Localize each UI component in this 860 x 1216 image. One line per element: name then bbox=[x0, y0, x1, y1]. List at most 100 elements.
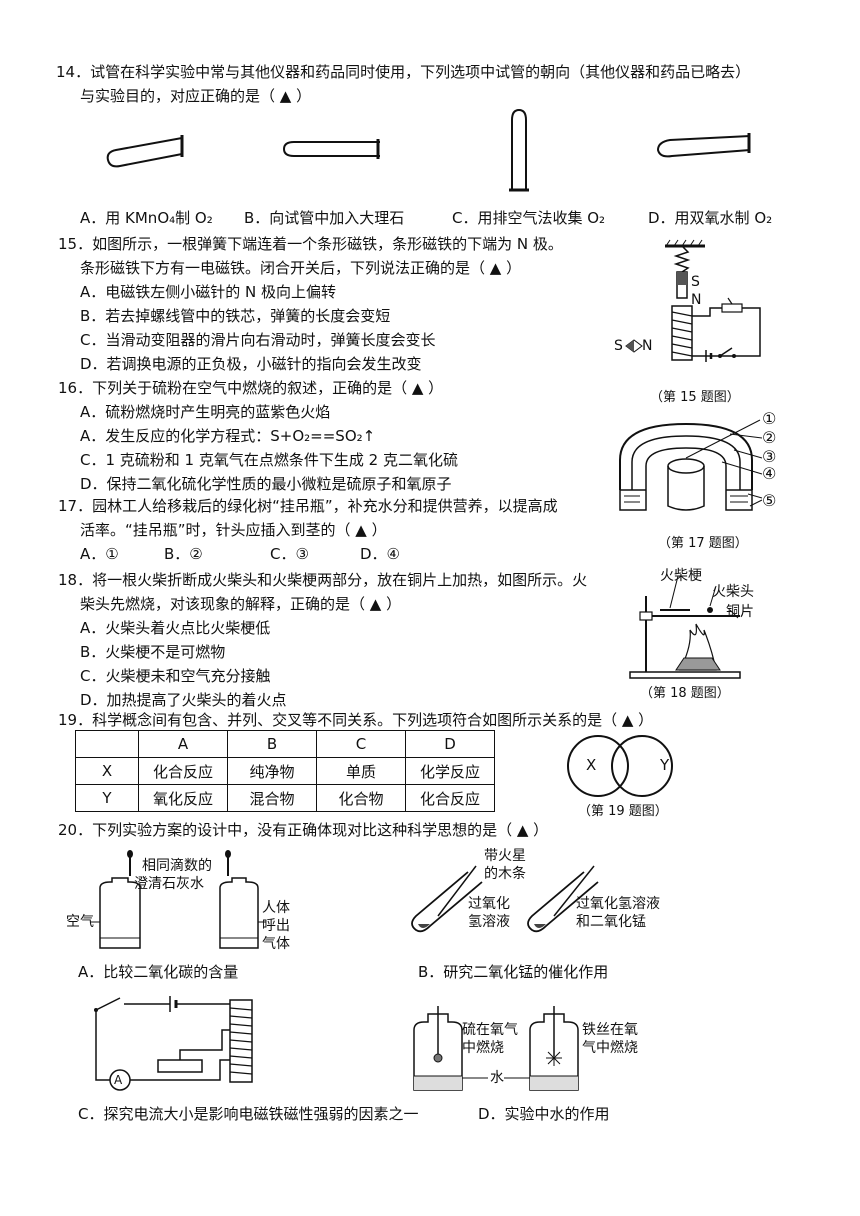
q15-option-b: B．若去掉螺线管中的铁芯，弹簧的长度会变短 bbox=[80, 307, 391, 325]
q20b-splint-label-1: 带火星 bbox=[484, 848, 526, 864]
q19-venn-x: X bbox=[586, 756, 597, 774]
q15-needle-s: S bbox=[614, 338, 623, 354]
q18-option-a: A．火柴头着火点比火柴梗低 bbox=[80, 619, 271, 637]
q15-label-s: S bbox=[691, 274, 700, 290]
q16-stem: 16．下列关于硫粉在空气中燃烧的叙述，正确的是（ ▲ ） bbox=[58, 379, 444, 397]
q15-stem-line1: 15．如图所示，一根弹簧下端连着一个条形磁铁，条形磁铁的下端为 N 极。 bbox=[58, 235, 563, 253]
q20c-ammeter-label: A bbox=[114, 1073, 123, 1087]
q18-option-c: C．火柴梗未和空气充分接触 bbox=[80, 667, 271, 685]
q18-heating-setup-image bbox=[629, 575, 741, 679]
q15-option-a: A．电磁铁左侧小磁针的 N 极向上偏转 bbox=[80, 283, 337, 301]
q15-stem-line2: 条形磁铁下方有一电磁铁。闭合开关后，下列说法正确的是（ ▲ ） bbox=[80, 259, 522, 277]
q17-caption: （第 17 题图） bbox=[658, 536, 748, 551]
q18-option-b: B．火柴梗不是可燃物 bbox=[80, 643, 226, 661]
table-cell: 化合物 bbox=[316, 784, 406, 812]
q20c-caption: C．探究电流大小是影响电磁铁磁性强弱的因素之一 bbox=[78, 1105, 419, 1123]
table-row: A B C D bbox=[75, 730, 495, 758]
q20b-h2o2-label-1: 过氧化 bbox=[468, 896, 510, 912]
q20d-combustion-bottles-image bbox=[413, 1006, 579, 1091]
q14-stem-line1: 14．试管在科学实验中常与其他仪器和药品同时使用，下列选项中试管的朝向（其他仪器… bbox=[56, 63, 751, 81]
q20a-caption: A．比较二氧化碳的含量 bbox=[78, 963, 239, 981]
q20d-caption: D．实验中水的作用 bbox=[478, 1105, 610, 1123]
table-cell: 氧化反应 bbox=[138, 784, 228, 812]
q20d-iron-label-2: 气中燃烧 bbox=[582, 1040, 638, 1056]
q20b-caption: B．研究二氧化锰的催化作用 bbox=[418, 963, 609, 981]
q14-option-a: A．用 KMnO₄制 O₂ bbox=[80, 209, 213, 227]
q18-label-head: 火柴头 bbox=[712, 584, 754, 600]
q14-stem-line2: 与实验目的，对应正确的是（ ▲ ） bbox=[80, 87, 312, 105]
q19-venn-diagram bbox=[567, 735, 673, 797]
q15-label-n: N bbox=[691, 292, 702, 308]
q20-stem: 20．下列实验方案的设计中，没有正确体现对比这种科学思想的是（ ▲ ） bbox=[58, 821, 549, 839]
q15-needle-n: N bbox=[642, 338, 653, 354]
table-cell: D bbox=[405, 730, 495, 758]
q17-stem-cross-section-image bbox=[619, 419, 763, 511]
q20d-sulfur-label-1: 硫在氧气 bbox=[462, 1022, 518, 1038]
q17-option-b: B．② bbox=[164, 545, 203, 563]
q20d-iron-label-1: 铁丝在氧 bbox=[582, 1022, 638, 1038]
q20c-circuit-image bbox=[94, 996, 253, 1091]
q20b-mix-label-2: 和二氧化锰 bbox=[576, 914, 646, 930]
q20d-water-label: 水 bbox=[490, 1070, 504, 1086]
q16-option-b: A．发生反应的化学方程式：S+O₂==SO₂↑ bbox=[80, 427, 376, 445]
q18-caption: （第 18 题图） bbox=[640, 686, 730, 701]
table-cell: 单质 bbox=[316, 757, 406, 785]
table-cell: 化合反应 bbox=[405, 784, 495, 812]
q15-option-c: C．当滑动变阻器的滑片向右滑动时，弹簧长度会变长 bbox=[80, 331, 436, 349]
q18-label-copper: 铜片 bbox=[726, 604, 754, 620]
q15-figure bbox=[625, 239, 761, 362]
q19-stem: 19．科学概念间有包含、并列、交叉等不同关系。下列选项符合如图所示关系的是（ ▲… bbox=[58, 711, 654, 729]
q20d-sulfur-label-2: 中燃烧 bbox=[462, 1040, 504, 1056]
q18-stem-line2: 柴头先燃烧，对该现象的解释，正确的是（ ▲ ） bbox=[80, 595, 402, 613]
table-cell: A bbox=[138, 730, 228, 758]
q17-mark-1: ① bbox=[762, 409, 777, 428]
test-tube-b-image bbox=[282, 139, 380, 159]
q20a-limewater-bottles-image bbox=[90, 850, 266, 949]
q17-stem-line1: 17．园林工人给移栽后的绿化树“挂吊瓶”，补充水分和提供营养，以提高成 bbox=[58, 497, 558, 515]
q20b-splint-label-2: 的木条 bbox=[484, 866, 526, 882]
table-cell: 混合物 bbox=[227, 784, 317, 812]
table-cell: 纯净物 bbox=[227, 757, 317, 785]
q16-option-a: A．硫粉燃烧时产生明亮的蓝紫色火焰 bbox=[80, 403, 331, 421]
q19-options-table: A B C D X 化合反应 纯净物 单质 化学反应 Y 氧化反应 混合物 化合… bbox=[75, 730, 495, 812]
q17-mark-2: ② bbox=[762, 428, 777, 447]
q20b-h2o2-label-2: 氢溶液 bbox=[468, 914, 510, 930]
q18-label-stick: 火柴梗 bbox=[660, 568, 702, 584]
q17-mark-4: ④ bbox=[762, 464, 777, 483]
q17-stem-line2: 活率。“挂吊瓶”时，针头应插入到茎的（ ▲ ） bbox=[80, 521, 387, 539]
test-tube-a-image bbox=[106, 135, 184, 168]
q20a-limewater-label: 澄清石灰水 bbox=[134, 876, 204, 892]
table-cell: Y bbox=[75, 784, 139, 812]
q19-caption: （第 19 题图） bbox=[578, 804, 668, 819]
q14-option-b: B．向试管中加入大理石 bbox=[244, 209, 405, 227]
q15-option-d: D．若调换电源的正负极，小磁针的指向会发生改变 bbox=[80, 355, 422, 373]
q14-option-c: C．用排空气法收集 O₂ bbox=[452, 209, 606, 227]
q20a-exhaled-label-3: 气体 bbox=[262, 936, 290, 952]
q20b-test-tubes-image bbox=[411, 865, 599, 933]
q17-mark-3: ③ bbox=[762, 447, 777, 466]
test-tube-d-image bbox=[656, 133, 751, 158]
table-cell: C bbox=[316, 730, 406, 758]
q15-caption: （第 15 题图） bbox=[650, 390, 740, 405]
table-cell: 化合反应 bbox=[138, 757, 228, 785]
table-cell: X bbox=[75, 757, 139, 785]
q18-option-d: D．加热提高了火柴头的着火点 bbox=[80, 691, 287, 709]
q20a-air-label: 空气 bbox=[66, 914, 94, 930]
q16-option-c: C．1 克硫粉和 1 克氧气在点燃条件下生成 2 克二氧化硫 bbox=[80, 451, 458, 469]
q20a-exhaled-label-1: 人体 bbox=[262, 900, 290, 916]
table-row: X 化合反应 纯净物 单质 化学反应 bbox=[75, 757, 495, 785]
q17-mark-5: ⑤ bbox=[762, 491, 777, 510]
q16-option-d: D．保持二氧化硫化学性质的最小微粒是硫原子和氧原子 bbox=[80, 475, 452, 493]
q17-option-c: C．③ bbox=[270, 545, 309, 563]
table-cell: B bbox=[227, 730, 317, 758]
table-row: Y 氧化反应 混合物 化合物 化合反应 bbox=[75, 784, 495, 812]
q20b-mix-label-1: 过氧化氢溶液 bbox=[576, 896, 660, 912]
q19-venn-y: Y bbox=[660, 756, 670, 774]
test-tube-c-image bbox=[509, 108, 529, 192]
table-cell: 化学反应 bbox=[405, 757, 495, 785]
q20a-drops-label: 相同滴数的 bbox=[142, 858, 212, 874]
q17-option-a: A．① bbox=[80, 545, 119, 563]
q18-stem-line1: 18．将一根火柴折断成火柴头和火柴梗两部分，放在铜片上加热，如图所示。火 bbox=[58, 571, 588, 589]
q14-option-d: D．用双氧水制 O₂ bbox=[648, 209, 773, 227]
table-cell bbox=[75, 730, 139, 758]
